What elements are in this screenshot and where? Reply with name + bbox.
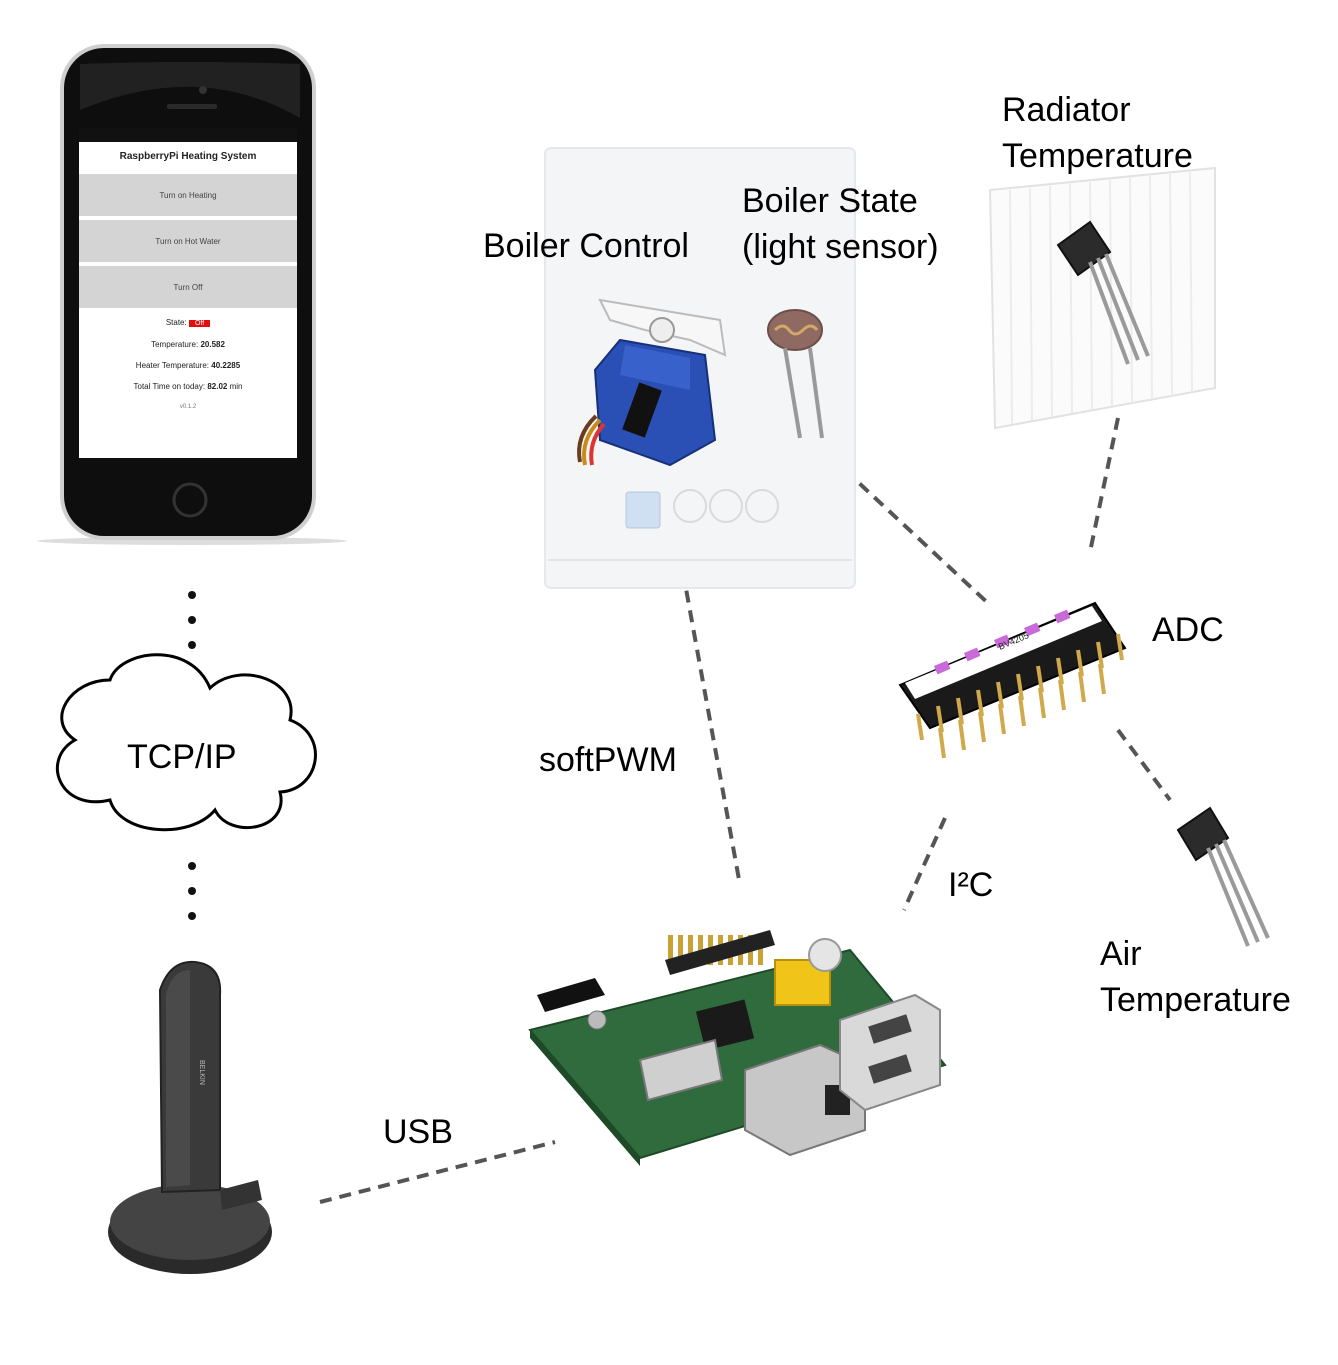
turn-on-heating-button[interactable]: Turn on Heating [79, 174, 297, 216]
total-time-unit: min [229, 382, 243, 391]
i2c-connection [902, 817, 947, 911]
home-button-icon [172, 482, 208, 518]
adc-label: ADC [1152, 611, 1224, 649]
phone-status-bar [79, 128, 297, 142]
adc-chip: BV4205 [898, 601, 1127, 759]
link-dot [188, 616, 196, 624]
air-sensor-connection [1116, 728, 1172, 802]
link-dot [188, 862, 196, 870]
app-status-panel: State: Off Temperature: 20.582 Heater Te… [79, 312, 297, 418]
radiator-temperature-label-line2: Temperature [1002, 137, 1193, 175]
state-row: State: Off [79, 312, 297, 334]
light-sensor-connection [843, 468, 992, 607]
boiler-dial-icon [745, 489, 779, 523]
total-time-label: Total Time on today: [133, 382, 206, 391]
air-temperature-label-line2: Temperature [1100, 981, 1291, 1019]
wifi-brand-logo: BELKIN [198, 1060, 205, 1085]
usb-label: USB [383, 1113, 453, 1151]
heater-temperature-row: Heater Temperature: 40.2285 [79, 355, 297, 376]
temperature-label: Temperature: [151, 340, 199, 349]
radiator-temperature-sensor [1056, 220, 1150, 365]
light-sensor [767, 309, 824, 439]
phone-app-screen: RaspberryPi Heating System Turn on Heati… [79, 128, 297, 458]
link-dot [188, 641, 196, 649]
app-title: RaspberryPi Heating System [119, 151, 257, 162]
app-version: v0.1.2 [179, 404, 197, 410]
heater-temperature-value: 40.2285 [211, 361, 241, 370]
temperature-value: 20.582 [200, 340, 225, 349]
tcpip-label: TCP/IP [127, 738, 237, 776]
link-dot [188, 591, 196, 599]
usb-wifi-adapter: BELKIN [108, 960, 272, 1274]
total-time-row: Total Time on today: 82.02 min [79, 376, 297, 397]
boiler-state-label-line2: (light sensor) [742, 228, 939, 266]
link-dot [188, 887, 196, 895]
temperature-row: Temperature: 20.582 [79, 334, 297, 355]
turn-off-button[interactable]: Turn Off [79, 266, 297, 308]
link-dot [188, 912, 196, 920]
state-badge: Off [188, 320, 211, 327]
cloud-shape [56, 653, 317, 832]
servo-motor [577, 298, 727, 467]
turn-on-hot-water-button[interactable]: Turn on Hot Water [79, 220, 297, 262]
i2c-label: I²C [948, 866, 994, 904]
state-label: State: [165, 318, 187, 327]
radiator-sensor-connection [1088, 417, 1120, 553]
air-temperature-sensor [1176, 806, 1270, 947]
heater-temperature-label: Heater Temperature: [135, 361, 210, 370]
usb-connection [319, 1140, 556, 1204]
boiler-control-label: Boiler Control [483, 227, 689, 265]
radiator-temperature-label-line1: Radiator [1002, 91, 1131, 129]
raspberry-pi-board [528, 930, 947, 1166]
boiler-dial-icon [673, 489, 707, 523]
total-time-value: 82.02 [207, 382, 228, 391]
softpwm-label: softPWM [539, 741, 677, 779]
boiler-dial-icon [709, 489, 743, 523]
air-temperature-label-line1: Air [1100, 935, 1142, 973]
boiler-state-label-line1: Boiler State [742, 182, 918, 220]
boiler-display-icon [625, 491, 661, 529]
